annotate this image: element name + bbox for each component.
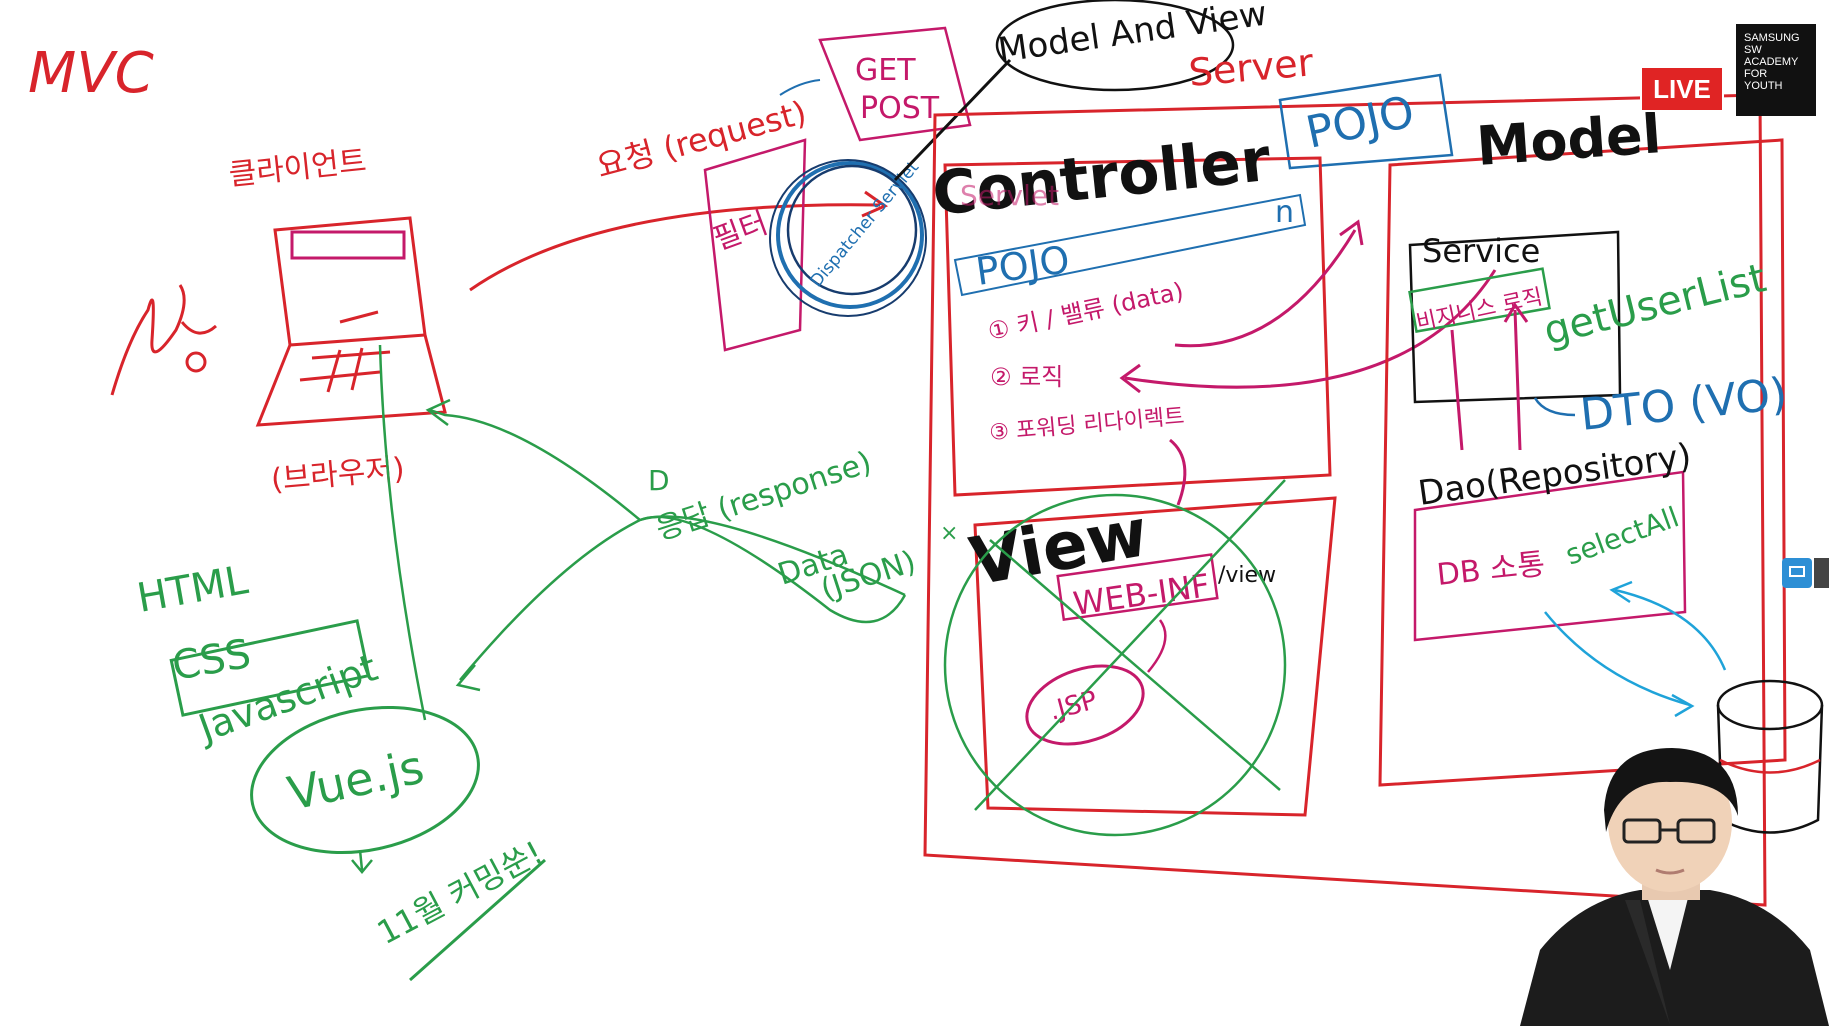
logo-line-3: ACADEMY <box>1744 56 1799 68</box>
browser-to-vue-line <box>378 344 427 721</box>
dispatcher-servlet-circle: Dispatcher Servlet <box>769 157 927 317</box>
server-label: Server <box>1187 40 1315 95</box>
filter-label: 필터 <box>709 206 773 258</box>
server-frame <box>923 93 1767 907</box>
dto-label: DTO (VO) <box>1578 369 1790 441</box>
framework-label: Vue.js <box>283 739 428 820</box>
x-mark: × <box>940 521 958 546</box>
logo-line-5: YOUTH <box>1744 80 1783 92</box>
mvc-title: MVC <box>28 41 154 106</box>
pojo-top-box: POJO <box>1278 73 1454 170</box>
controller-title: Controller <box>929 125 1274 230</box>
response-to-browser <box>429 408 906 597</box>
controller-step-2: ② 로직 <box>990 363 1063 391</box>
controller-step-3: ③ 포워딩 리다이렉트 <box>988 404 1185 446</box>
model-to-controller-arrow <box>1124 269 1497 389</box>
controller-pojo: POJO <box>973 237 1072 294</box>
controller-box: Controller Servlet POJO n ① 키 / 밸류 (data… <box>929 125 1332 497</box>
user-scribble: 사람 <box>110 284 217 396</box>
request-arrow <box>469 203 881 292</box>
controller-to-view-arrow <box>1169 438 1187 506</box>
dto-arrow <box>1533 397 1576 417</box>
vue-arrow <box>351 849 373 874</box>
controller-n-mark: n <box>1275 195 1294 230</box>
presenter-webcam <box>1520 748 1829 1026</box>
tech-css: CSS <box>169 631 255 690</box>
laptop-icon <box>255 216 447 427</box>
side-panel-icon[interactable] <box>1814 558 1829 588</box>
dao-label: Dao(Repository) <box>1416 436 1694 514</box>
method-label: getUserList <box>1539 255 1770 354</box>
db-comm-label: DB 소통 <box>1435 547 1546 593</box>
live-badge: LIVE <box>1640 66 1724 112</box>
response-curve <box>459 515 907 681</box>
logo-line-4: FOR <box>1744 68 1768 80</box>
response-label: 응답 (response) <box>652 445 876 548</box>
controller-to-model-arrow <box>1174 229 1357 348</box>
dispatcher-label: Dispatcher Servlet <box>807 157 924 291</box>
screen-share-icon[interactable] <box>1782 558 1812 588</box>
request-label: 요청 (request) <box>592 93 810 186</box>
get-post-arrow <box>779 79 821 96</box>
method-post: POST <box>860 91 940 126</box>
logo-line-1: SAMSUNG <box>1744 32 1800 44</box>
ssafy-logo: SAMSUNG SW ACADEMY FOR YOUTH <box>1736 24 1816 116</box>
controller-sub: Servlet <box>960 179 1059 212</box>
coming-soon-underline <box>409 858 546 982</box>
logo-line-2: SW <box>1744 44 1762 56</box>
model-title: Model <box>1475 102 1664 178</box>
service-label: Service <box>1422 232 1540 270</box>
view-dir: /view <box>1218 563 1276 588</box>
select-label: selectAll <box>1561 500 1683 571</box>
model-box: Model Service 비지니스 로직 getUserList DTO (V… <box>1378 102 1790 787</box>
tech-html: HTML <box>134 557 252 622</box>
http-methods-box: GET POST <box>818 26 972 142</box>
client-label: 클라이언트 <box>227 144 368 193</box>
method-get: GET <box>855 53 916 88</box>
pojo-top-label: POJO <box>1302 86 1419 159</box>
response-number: D <box>648 464 670 497</box>
view-box: View WEB-INF /view .JSP <box>943 479 1337 837</box>
